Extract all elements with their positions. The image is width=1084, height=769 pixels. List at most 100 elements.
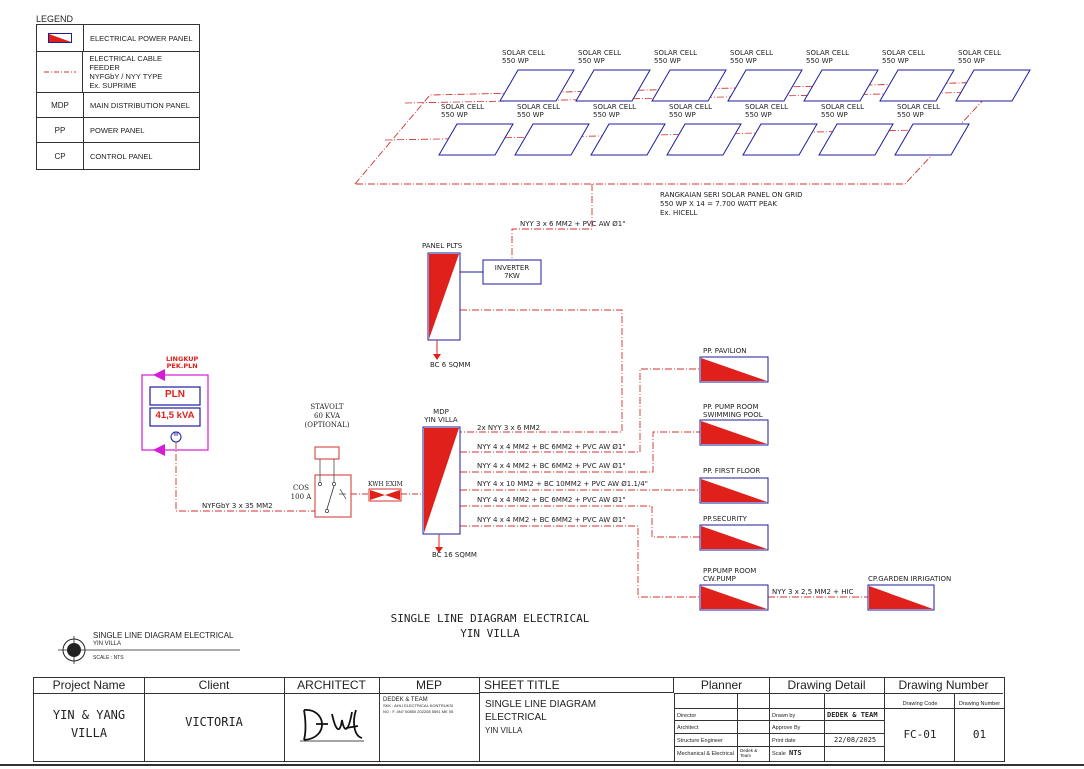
drawing-code: FC-01 [903, 728, 937, 741]
pln-scope-label: LINGKUP PEK.PLN [166, 356, 198, 370]
solar-cell-rating: 550 WP [897, 111, 924, 119]
print-date-value: 22/08/2025 [834, 736, 877, 744]
legend-symbol: CP [37, 143, 84, 169]
inverter-box [482, 259, 542, 285]
legend-table: ELECTRICAL POWER PANEL ELECTRICAL CABLE … [36, 24, 200, 170]
feeder-cable-label: NYY 4 x 4 MM2 + BC 6MM2 + PVC AW Ø1" [477, 496, 626, 504]
legend-symbol: PP [37, 118, 84, 142]
plts-ground-arrow [433, 354, 441, 360]
mep-line: NO : F. 4N7 00850 202208 5591 ME 05 [383, 709, 454, 714]
sheet-title: SINGLE LINE DIAGRAM ELECTRICAL YIN VILLA [485, 698, 596, 737]
planner-header: Planner [674, 678, 770, 694]
cable-feeder-symbol-icon [37, 52, 84, 92]
solar-cell-name: SOLAR CELL [730, 49, 774, 57]
planner-role: Architect [677, 725, 699, 731]
view-tag-sub: YIN VILLA [93, 641, 122, 647]
cos-line: COS [293, 484, 309, 492]
cp-garden-label: CP.GARDEN IRRIGATION [868, 575, 952, 583]
pln-label-box [149, 386, 201, 406]
legend-label: ELECTRICAL POWER PANEL [90, 33, 193, 43]
cos-switch-arm [326, 485, 335, 510]
drawing-number-header: Drawing Number [884, 678, 1003, 694]
mdp-line: MDP [433, 408, 449, 416]
architect-signature-logo [300, 709, 364, 742]
solar-panel [818, 123, 894, 156]
solar-cell-rating: 550 WP [745, 111, 772, 119]
legend-label: CONTROL PANEL [90, 151, 153, 161]
stavolt-box [314, 446, 340, 460]
diagram-title: SINGLE LINE DIAGRAM ELECTRICAL YIN VILLA [360, 611, 620, 641]
legend-title: LEGEND [36, 14, 74, 24]
plts-cable-label: NYY 3 x 6 MM2 + PVC AW Ø1" [520, 220, 626, 228]
stavolt-label: STAVOLT 60 KVA (OPTIONAL) [302, 403, 352, 430]
solar-cell-rating: 550 WP [821, 111, 848, 119]
feeder-line-pump [460, 431, 700, 473]
solar-cell-rating: 550 WP [593, 111, 620, 119]
pln-capacity: 41,5 kVA [155, 410, 195, 421]
scale-value: NTS [789, 749, 802, 757]
drawn-by-label: Drawn by [772, 713, 796, 719]
inverter-label: INVERTER 7KW [483, 264, 541, 280]
mdp-ground-arrow [435, 547, 443, 553]
pln-scope-line: LINGKUP [166, 355, 199, 363]
pln-feeder-label: NYFGbY 3 x 35 MM2 [202, 502, 273, 510]
planner-role: Mechanical & Electrical [677, 751, 734, 757]
mdp-ground-label: BC 16 SQMM [432, 551, 477, 559]
view-tag-title: SINGLE LINE DIAGRAM ELECTRICAL [93, 631, 234, 640]
client-name: VICTORIA [185, 715, 243, 729]
solar-panels [438, 69, 1031, 156]
stavolt-line: (OPTIONAL) [304, 421, 350, 429]
pp-cw-pump-label: PP.PUMP ROOM CW.PUMP [703, 567, 757, 583]
feeder-cable-label: NYY 4 x 4 MM2 + BC 6MM2 + PVC AW Ø1" [477, 443, 626, 451]
cos-contact [325, 509, 329, 513]
power-panels [699, 356, 935, 611]
pp-pavilion-label: PP. PAVILION [703, 347, 747, 355]
legend-row-cable: ELECTRICAL CABLE FEEDER NYFGbY / NYY TYP… [37, 52, 199, 93]
feeder-line-cw-pump [460, 525, 700, 598]
power-panel-symbol-icon [37, 25, 84, 51]
legend-symbol: MDP [37, 93, 84, 117]
solar-cell-name: SOLAR CELL [517, 103, 561, 111]
pln-scope-line: PEK.PLN [166, 362, 198, 370]
pln-capacity-box [149, 407, 201, 427]
pln-label: PLN [165, 389, 185, 400]
solar-cell-rating: 550 WP [730, 57, 757, 65]
planner-me-name: Dedek & Team [740, 748, 758, 758]
inverter-line: INVERTER [494, 264, 530, 272]
kwh-exim-symbol [370, 490, 385, 500]
pp-security-label: PP.SECURITY [703, 515, 747, 523]
solar-cell-name: SOLAR CELL [593, 103, 637, 111]
plts-panel-fill [429, 254, 459, 339]
feeder-line-security [460, 505, 700, 538]
single-line-diagram [58, 69, 1031, 664]
solar-cell-rating: 550 WP [882, 57, 909, 65]
solar-panel [742, 123, 818, 156]
pln-scope-box [141, 374, 209, 451]
stavolt-line: 60 KVA [314, 412, 340, 420]
solar-panel [438, 123, 514, 156]
legend-row-mdp: MDP MAIN DISTRIBUTION PANEL [37, 93, 199, 118]
mdp-panel-fill [424, 428, 459, 533]
pp-pump-room-label: PP. PUMP ROOM SWIMMING POOL [703, 403, 763, 419]
solar-panel [514, 123, 590, 156]
planner-role: Structure Engineer [677, 738, 723, 744]
pln-scope-flag-bottom [153, 444, 165, 456]
garden-cable-label: NYY 3 x 2,5 MM2 + HIC [772, 588, 854, 596]
solar-panel [590, 123, 666, 156]
pln-feeder-cable [175, 442, 315, 512]
project-name-header: Project Name [34, 678, 145, 694]
view-tag-scale: SCALE : NTS [93, 655, 124, 661]
mep-header: MEP [379, 678, 480, 694]
drawing-number: 01 [972, 728, 987, 741]
plts-ground-label: BC 6 SQMM [430, 361, 471, 369]
solar-cell-name: SOLAR CELL [897, 103, 941, 111]
